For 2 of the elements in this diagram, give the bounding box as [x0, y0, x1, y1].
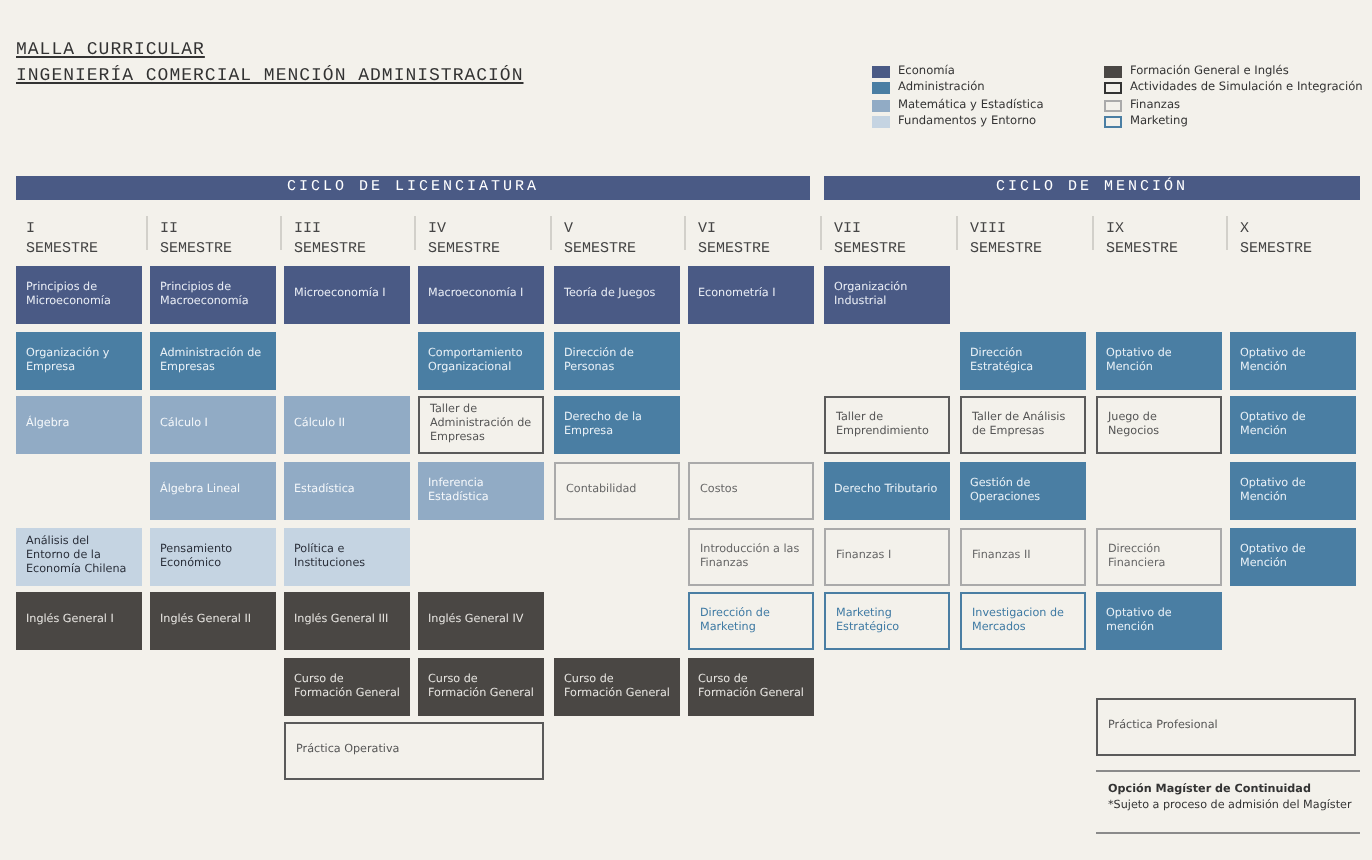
title: MALLA CURRICULAR — [16, 40, 205, 60]
subtitle: INGENIERÍA COMERCIAL MENCIÓN ADMINISTRACIÓN — [16, 66, 524, 86]
